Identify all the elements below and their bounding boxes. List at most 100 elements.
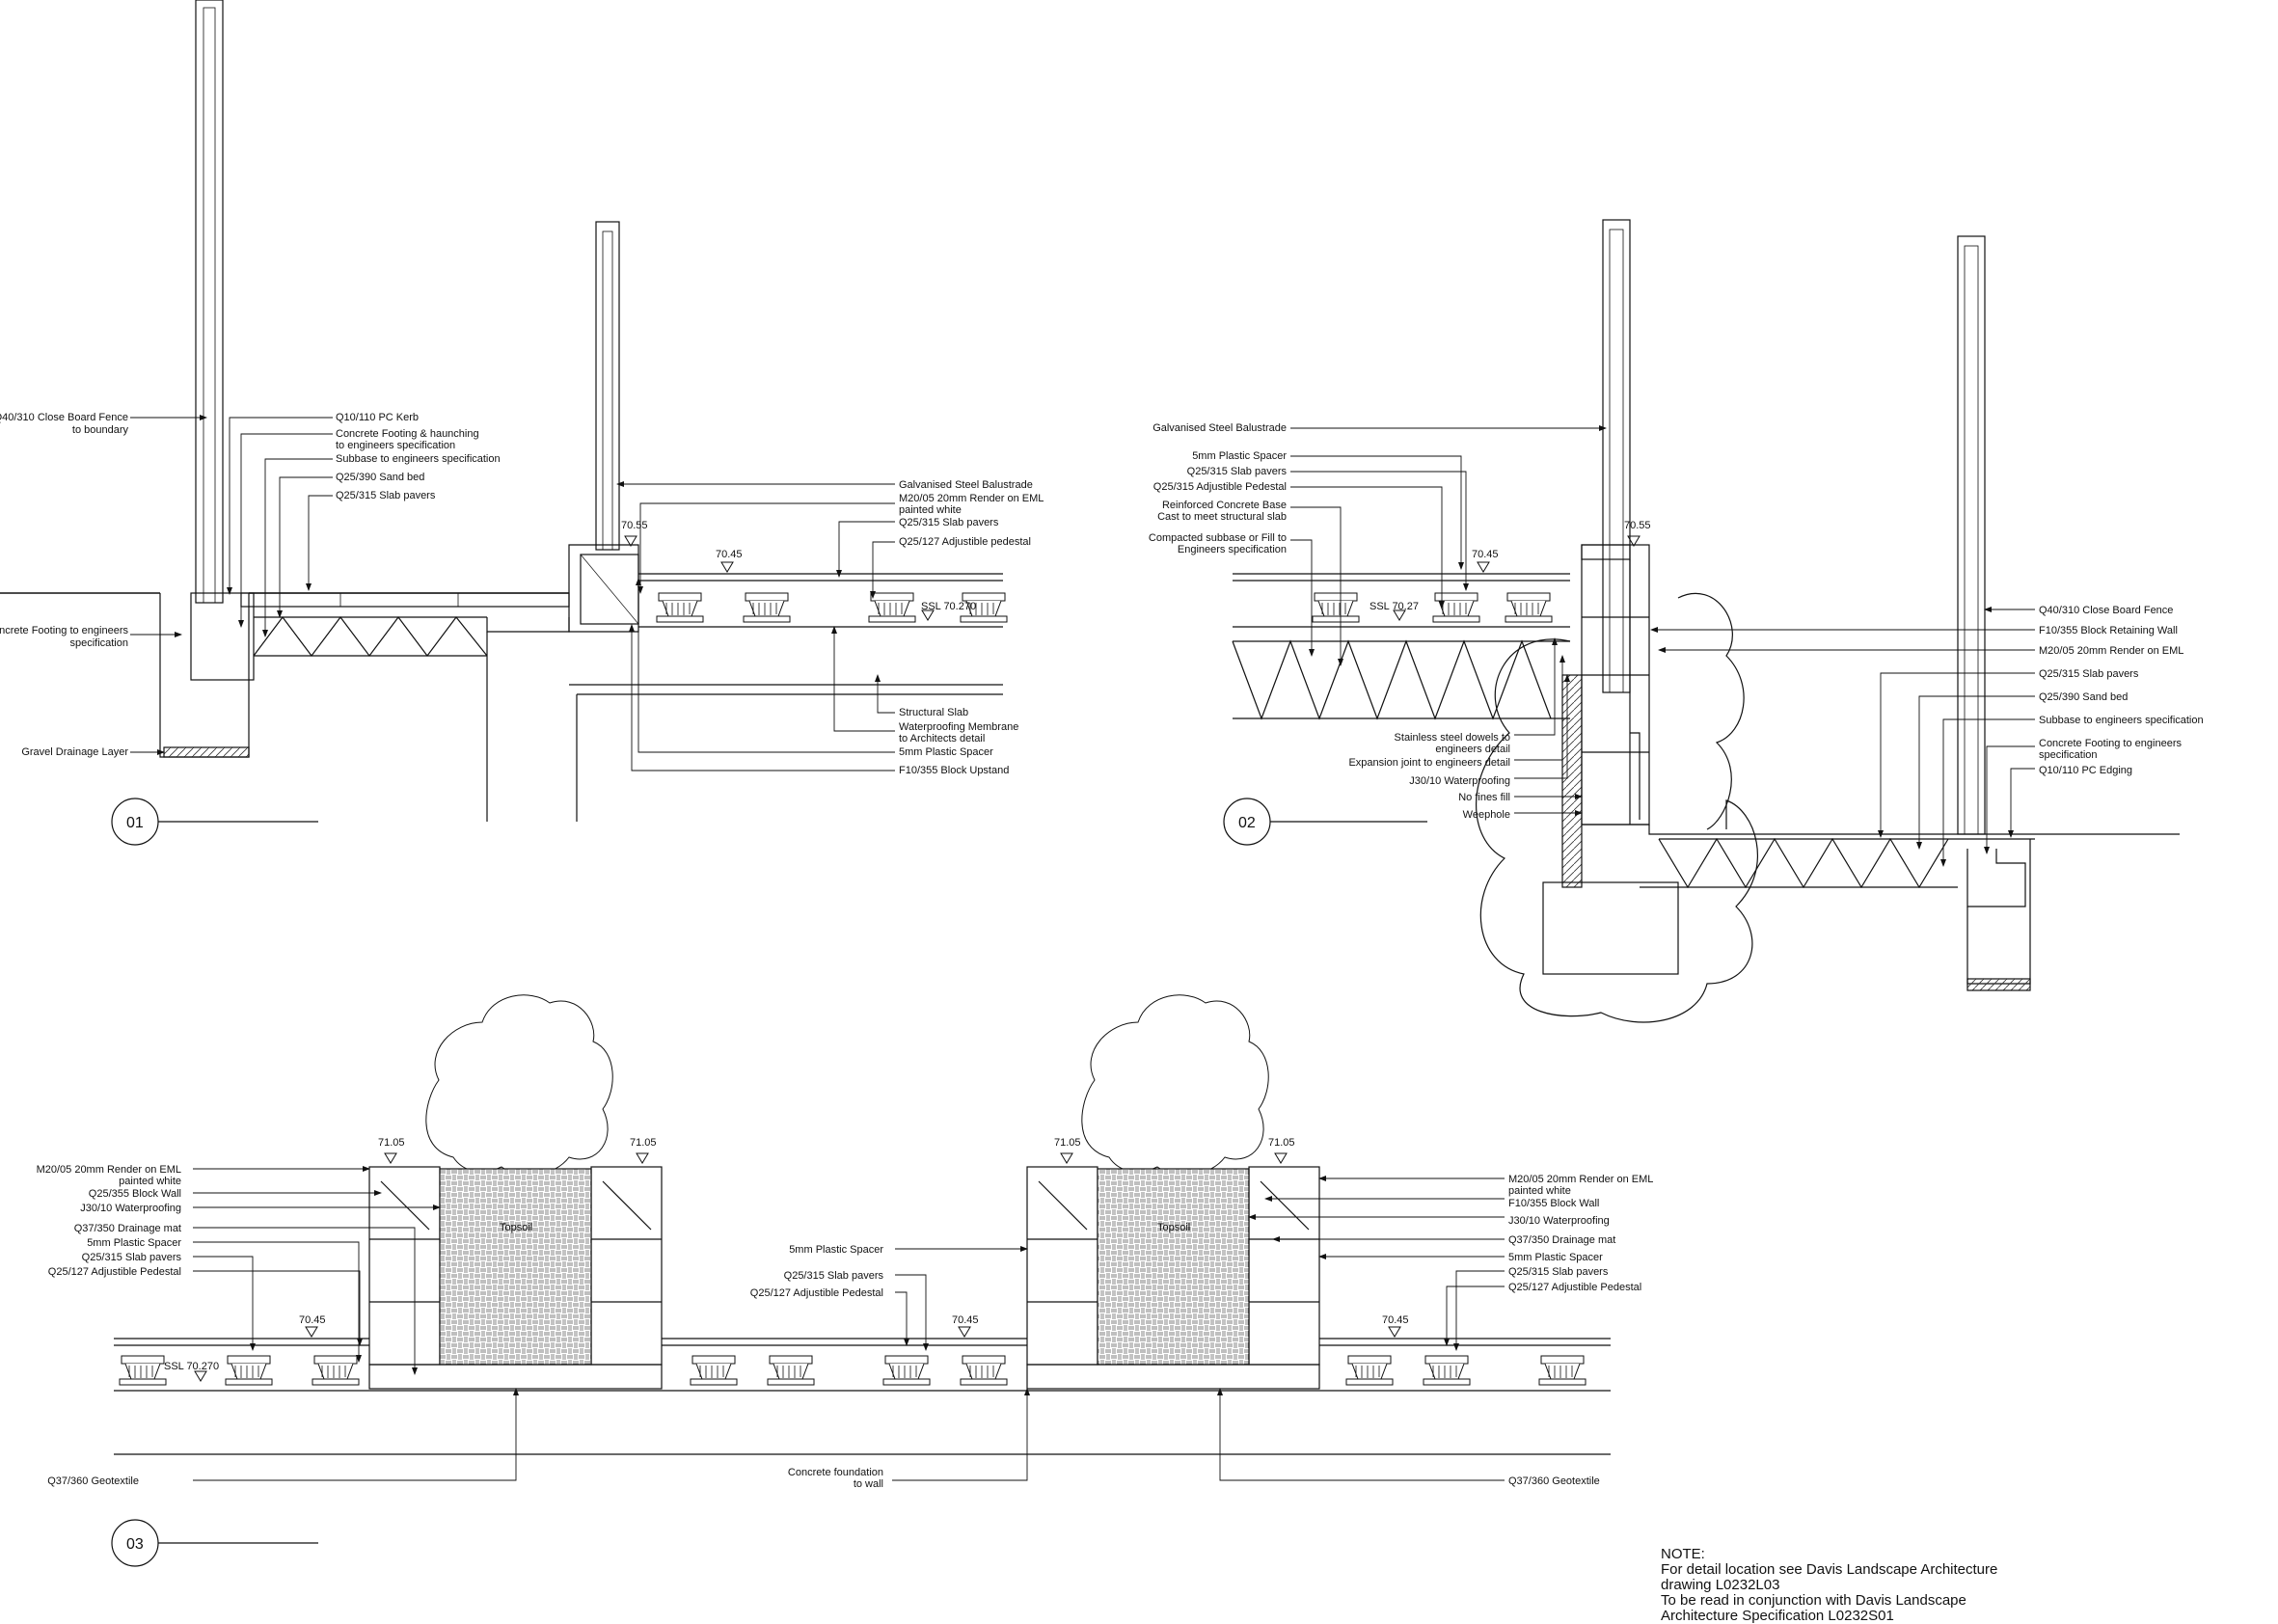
foundation-02 (1542, 881, 1679, 975)
planter-right-wall-03 (1026, 1166, 1098, 1366)
label-footing-02-b: specification (2039, 749, 2098, 761)
label-haunching-01-a: Concrete Footing & haunching (336, 428, 479, 440)
label-render-01-a: M20/05 20mm Render on EML (899, 493, 1044, 504)
subbase-zigzag-01 (253, 616, 488, 657)
label-membrane-01-a: Waterproofing Membrane (899, 721, 1018, 733)
balustrade-post-02 (1602, 219, 1631, 693)
level-ssl-01: SSL 70.270 (921, 601, 976, 612)
label-mat-03-r: Q37/350 Drainage mat (1508, 1234, 1615, 1246)
deck-paving-02 (1233, 573, 1570, 719)
label-wall-03-r: F10/355 Block Wall (1508, 1198, 1599, 1209)
paver-strip-01 (240, 592, 570, 608)
section-02 (1223, 219, 2180, 1023)
level-paving-03-b: 70.45 (952, 1314, 979, 1326)
note-line-3: To be read in conjunction with Davis Lan… (1661, 1592, 1966, 1609)
label-spacer-02: 5mm Plastic Spacer (1192, 450, 1287, 462)
planting-outline-02 (1476, 638, 1758, 1023)
paving-line-03 (114, 1338, 1611, 1346)
label-upstand-01: F10/355 Block Upstand (899, 765, 1009, 776)
label-topsoil-03-l: Topsoil (500, 1222, 532, 1233)
planter-left-wall-03 (368, 1166, 441, 1366)
label-weephole-02: Weephole (1463, 809, 1510, 821)
level-planter-03-c: 71.05 (1054, 1137, 1081, 1149)
label-sandbed-02: Q25/390 Sand bed (2039, 691, 2128, 703)
label-pedestal-03-r: Q25/127 Adjustible Pedestal (1508, 1282, 1641, 1293)
label-render-03-a: M20/05 20mm Render on EML (37, 1164, 181, 1176)
label-pedestal-01: Q25/127 Adjustible pedestal (899, 536, 1031, 548)
label-base-02-b: Cast to meet structural slab (1157, 511, 1287, 523)
label-sandbed-01: Q25/390 Sand bed (336, 472, 424, 483)
level-planter-03-b: 71.05 (630, 1137, 657, 1149)
label-footing-01-b: specification (69, 637, 128, 649)
label-geotextile-03-l: Q37/360 Geotextile (47, 1475, 139, 1487)
label-pavers-02-r: Q25/315 Slab pavers (2039, 668, 2139, 680)
label-fence-01-b: to boundary (72, 424, 129, 436)
label-spacer-03-m: 5mm Plastic Spacer (789, 1244, 883, 1256)
label-membrane-01-b: to Architects detail (899, 733, 985, 744)
label-subbase-02-r: Subbase to engineers specification (2039, 715, 2204, 726)
section-01-labels: 01 Q40/310 Close Board Fence to boundary… (0, 412, 1044, 831)
level-paving-01: 70.45 (716, 549, 743, 560)
label-fence-02: Q40/310 Close Board Fence (2039, 605, 2173, 616)
level-paving-03-c: 70.45 (1382, 1314, 1409, 1326)
level-markers (194, 535, 1641, 1382)
deck-paving-01 (638, 573, 1003, 582)
note-line-1: For detail location see Davis Landscape … (1661, 1561, 1998, 1578)
balustrade-post-01 (595, 221, 620, 551)
planter-left-soil-03 (439, 1168, 592, 1366)
label-foundation-03-a: Concrete foundation (788, 1467, 883, 1478)
drawing-note: NOTE: For detail location see Davis Land… (1661, 1547, 2201, 1624)
label-pavers-03-r: Q25/315 Slab pavers (1508, 1266, 1609, 1278)
label-render-02: M20/05 20mm Render on EML (2039, 645, 2183, 657)
label-mat-03: Q37/350 Drainage mat (74, 1223, 181, 1234)
leader-lines (130, 415, 2035, 1481)
level-top-02: 70.55 (1624, 520, 1651, 531)
fence-post-02 (1957, 235, 1986, 835)
label-topsoil-03-r: Topsoil (1157, 1222, 1190, 1233)
label-spacer-01: 5mm Plastic Spacer (899, 746, 993, 758)
label-base-02-a: Reinforced Concrete Base (1162, 500, 1287, 511)
label-haunching-01-b: to engineers specification (336, 440, 455, 451)
section-01 (0, 0, 1008, 846)
label-render-03-r-b: painted white (1508, 1185, 1571, 1197)
section-03-labels: 03 M20/05 20mm Render on EML painted whi… (37, 1137, 1654, 1553)
note-line-2: drawing L0232L03 (1661, 1577, 1780, 1593)
label-render-01-b: painted white (899, 504, 962, 516)
label-edging-02: Q10/110 PC Edging (2039, 765, 2132, 776)
label-joint-02: Expansion joint to engineers detail (1348, 757, 1510, 769)
note-line-4: Architecture Specification L0232S01 (1661, 1608, 1894, 1624)
label-waterproofing-03: J30/10 Waterproofing (80, 1203, 181, 1214)
planter-right-soil-03 (1097, 1168, 1250, 1366)
label-waterproofing-03-r: J30/10 Waterproofing (1508, 1215, 1610, 1227)
label-render-03-b: painted white (119, 1176, 181, 1187)
label-pedestal-03-m: Q25/127 Adjustible Pedestal (750, 1287, 883, 1299)
section-number-01: 01 (126, 815, 144, 831)
label-kerb-01: Q10/110 PC Kerb (336, 412, 419, 423)
level-planter-03-d: 71.05 (1268, 1137, 1295, 1149)
fence-post-01 (195, 0, 224, 604)
trees-03 (425, 994, 1269, 1177)
level-ssl-03: SSL 70.270 (164, 1361, 219, 1372)
label-wall-02: F10/355 Block Retaining Wall (2039, 625, 2178, 636)
label-pedestal-02: Q25/315 Adjustible Pedestal (1153, 481, 1287, 493)
label-footing-02-a: Concrete Footing to engineers (2039, 738, 2182, 749)
label-pavers-01: Q25/315 Slab pavers (336, 490, 436, 501)
label-footing-01-a: Concrete Footing to engineers (0, 625, 128, 636)
label-pavers-03: Q25/315 Slab pavers (82, 1252, 182, 1263)
section-number-02: 02 (1238, 815, 1256, 831)
level-top-01: 70.55 (621, 520, 648, 531)
level-paving-02: 70.45 (1472, 549, 1499, 560)
level-paving-03-a: 70.45 (299, 1314, 326, 1326)
label-pavers-03-m: Q25/315 Slab pavers (784, 1270, 884, 1282)
label-subbase-01: Subbase to engineers specification (336, 453, 501, 465)
label-subbase-02-a: Compacted subbase or Fill to (1149, 532, 1287, 544)
label-foundation-03-b: to wall (854, 1478, 883, 1490)
label-gravel-01: Gravel Drainage Layer (21, 746, 128, 758)
label-balustrade-01: Galvanised Steel Balustrade (899, 479, 1033, 491)
label-geotextile-03-r: Q37/360 Geotextile (1508, 1475, 1600, 1487)
section-number-03: 03 (126, 1536, 144, 1553)
label-fill-02: No fines fill (1458, 792, 1510, 803)
label-render-03-r-a: M20/05 20mm Render on EML (1508, 1174, 1653, 1185)
label-pavers-01-r: Q25/315 Slab pavers (899, 517, 999, 528)
